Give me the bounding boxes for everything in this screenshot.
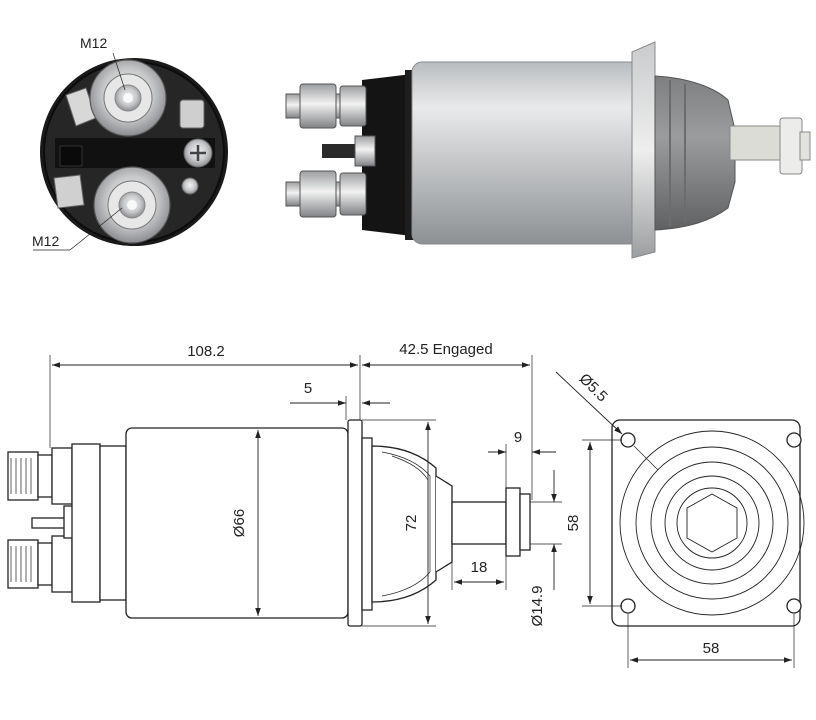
mounting-hole [786,598,802,614]
mounting-hole [620,432,636,448]
flange-outline [347,419,363,627]
bottom-terminal [93,166,171,244]
steel-can [411,61,641,245]
hex-tip [686,493,738,553]
terminal-studs [7,443,127,603]
upper-stud [285,83,367,129]
plunger-shaft [451,501,507,545]
dim-overall-length: 108.2 [187,343,225,360]
dim-engaged-travel: 42.5 Engaged [399,341,492,358]
thread-label-top: M12 [80,35,107,51]
thread-label-bottom: M12 [32,233,59,249]
dim-plunger-diameter: Ø14.9 [529,586,546,627]
photo-end-view: M12 M12 [32,35,228,251]
drawing-end-view [611,419,805,627]
top-terminal [89,59,167,137]
lower-stud [285,170,367,218]
black-cap [362,74,412,236]
flange-plate [611,419,801,627]
plunger [729,125,786,161]
dimension-lines [49,355,795,668]
dim-flange-height: 72 [403,515,420,532]
photo-side-view [285,41,811,259]
dim-hole-diameter: Ø5.5 [576,370,611,405]
mounting-hole [620,598,636,614]
dim-flange-offset: 5 [304,380,312,397]
dim-plunger-length: 18 [471,559,488,576]
dim-plunger-tip: 9 [514,429,522,446]
rubber-boot [654,75,736,231]
flange [631,41,656,259]
dim-plunger-head: 58 [565,515,582,532]
dim-flange-width: 58 [703,640,720,657]
drawing-side-view [7,419,531,627]
dim-body-diameter: Ø66 [231,509,248,537]
boot-outline [371,445,437,603]
mounting-hole [786,432,802,448]
